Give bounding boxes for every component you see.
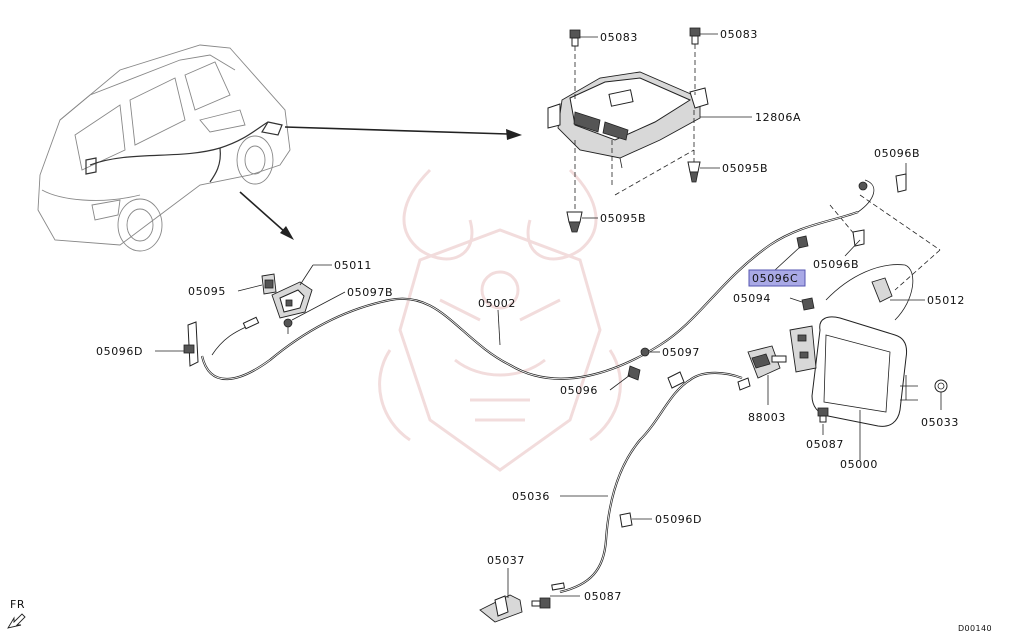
label-05096b-lower[interactable]: 05096B <box>813 258 859 271</box>
bolt-05087-lower <box>531 597 551 609</box>
watermark-emblem <box>378 168 622 472</box>
label-05087-lower[interactable]: 05087 <box>584 590 622 603</box>
screw-05097b <box>283 318 293 334</box>
label-05094[interactable]: 05094 <box>733 292 771 305</box>
label-05096d-left[interactable]: 05096D <box>96 345 143 358</box>
label-05011[interactable]: 05011 <box>334 259 372 272</box>
label-05096b-upper[interactable]: 05096B <box>874 147 920 160</box>
cable-end-lower <box>551 582 566 591</box>
highlight-05096c <box>748 269 806 287</box>
label-05033[interactable]: 05033 <box>921 416 959 429</box>
nut-05094 <box>801 297 815 311</box>
bolt-05083-left <box>569 29 581 47</box>
label-05097b[interactable]: 05097B <box>347 286 393 299</box>
label-05083-left[interactable]: 05083 <box>600 31 638 44</box>
clip-05096c <box>796 235 809 249</box>
clip-05096b-upper <box>895 173 907 193</box>
bolt-05087-hinge <box>817 407 829 423</box>
clip-05096d-left <box>183 321 199 367</box>
label-05036[interactable]: 05036 <box>512 490 550 503</box>
label-05095[interactable]: 05095 <box>188 285 226 298</box>
screw-05097 <box>640 347 650 357</box>
clip-05096b-lower <box>852 229 865 247</box>
label-05012[interactable]: 05012 <box>927 294 965 307</box>
clip-05096 <box>627 365 641 381</box>
front-direction-indicator: FR <box>7 598 26 629</box>
bolt-05083-right <box>689 27 701 45</box>
callout-arrows <box>239 126 522 240</box>
label-05037[interactable]: 05037 <box>487 554 525 567</box>
lever-bracket-05037 <box>479 594 523 623</box>
front-direction-label: FR <box>10 598 25 611</box>
diagram-code: D00140 <box>958 624 992 633</box>
release-cable-05002 <box>200 179 875 381</box>
label-05087-hinge[interactable]: 05087 <box>806 438 844 451</box>
label-05000[interactable]: 05000 <box>840 458 878 471</box>
actuator-88003 <box>747 345 787 379</box>
lid-housing-05012 <box>825 264 914 321</box>
part-labels: 05083 05083 12806A 05095B 05095B 05096B … <box>96 28 965 603</box>
release-handle-05011 <box>271 281 313 319</box>
clip-05095 <box>261 273 277 295</box>
release-cable-05036 <box>559 371 751 594</box>
vehicle-sketch <box>37 44 291 252</box>
clip-05095b-left <box>566 211 583 233</box>
label-05083-right[interactable]: 05083 <box>720 28 758 41</box>
label-12806a[interactable]: 12806A <box>755 111 801 124</box>
label-05095b-left[interactable]: 05095B <box>600 212 646 225</box>
clip-05096d-lower <box>619 512 633 528</box>
front-direction-arrow-icon <box>7 613 26 629</box>
label-05097[interactable]: 05097 <box>662 346 700 359</box>
label-05002[interactable]: 05002 <box>478 297 516 310</box>
grommet-05033 <box>934 379 948 393</box>
label-05095b-right[interactable]: 05095B <box>722 162 768 175</box>
label-05096d-lower[interactable]: 05096D <box>655 513 702 526</box>
label-05096[interactable]: 05096 <box>560 384 598 397</box>
reference-lines <box>574 44 941 291</box>
control-unit-12806a <box>547 71 709 169</box>
clip-05095b-right <box>687 161 701 183</box>
leader-lines <box>155 33 942 598</box>
lid-hinge <box>789 325 817 373</box>
label-05096c[interactable]: 05096C <box>752 272 798 285</box>
label-88003[interactable]: 88003 <box>748 411 786 424</box>
